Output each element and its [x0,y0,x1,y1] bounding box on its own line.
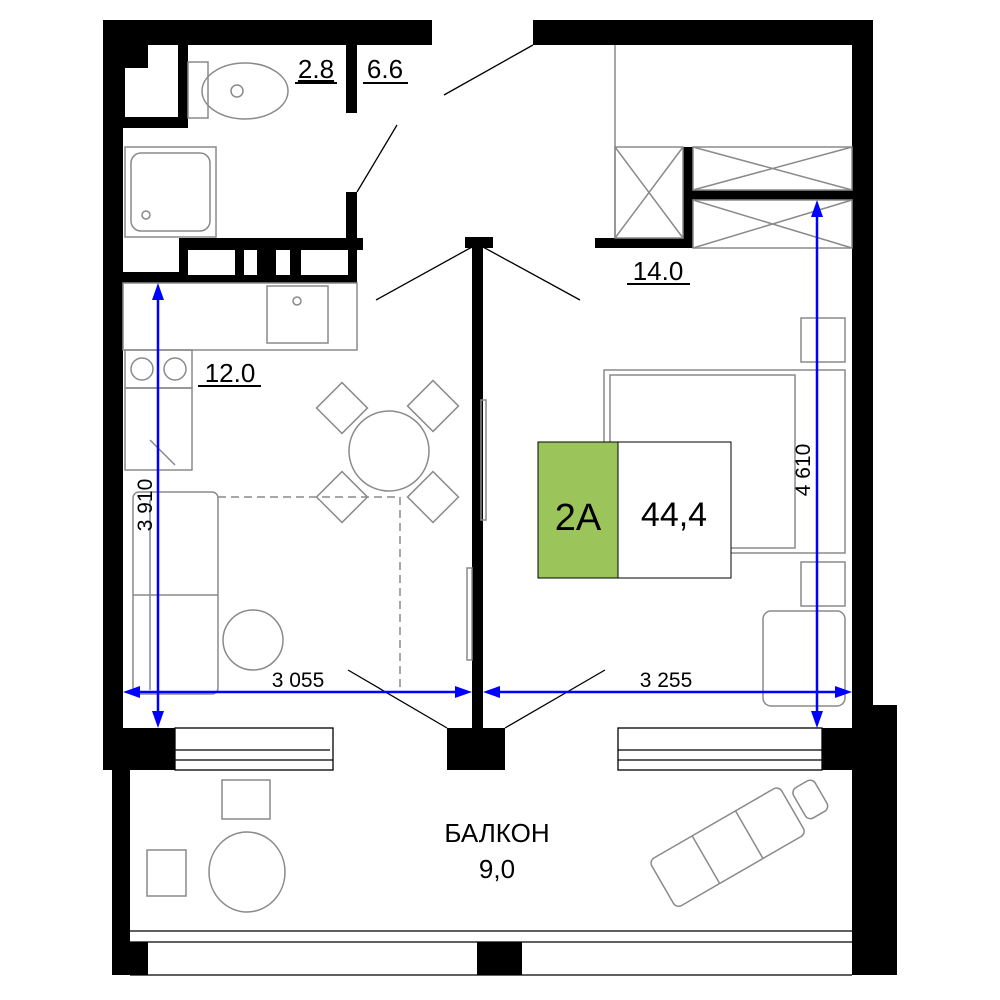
wardrobe [614,45,853,249]
balcony-area-label: 9,0 [479,854,515,884]
balcony-furniture [146,779,829,913]
sofa-icon [132,491,401,695]
kitchen-depth-dimension: 3 910 [134,479,157,532]
windows [130,727,852,976]
dining-table-icon [315,379,460,524]
bedroom-area-label: 14.0 [633,256,684,286]
kitchen-width-dimension: 3 055 [272,669,325,692]
toilet-icon [187,61,289,120]
dimension-lines [123,200,852,728]
total-area-label: 44,4 [641,496,707,534]
shower-tray-icon [124,146,217,238]
kitchen-area-label: 12.0 [205,358,256,388]
apartment-type-label: 2A [555,497,602,539]
balcony-name-label: БАЛКОН [444,818,549,848]
wc-area-label: 2.8 [298,54,334,84]
walls [103,20,897,975]
hall-area-label: 6.6 [367,54,403,84]
bedroom-depth-dimension: 4 610 [792,444,815,497]
apartment-badge: 2A 44,4 [537,441,732,579]
door-swings [347,44,606,729]
bedroom-width-dimension: 3 255 [640,669,693,692]
